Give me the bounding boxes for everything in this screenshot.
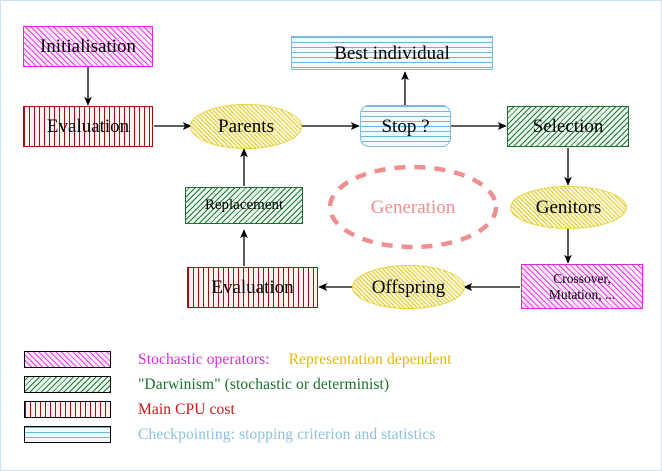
node-parents[interactable]: Parents	[190, 104, 302, 149]
node-offspring[interactable]: Offspring	[352, 265, 465, 309]
generation-label: Generation	[370, 197, 456, 218]
node-stop[interactable]: Stop ?	[360, 105, 451, 147]
legend-row-checkpointing: Checkpointing: stopping criterion and st…	[24, 422, 624, 447]
legend-row-stochastic: Stochastic operators: Representation dep…	[24, 347, 624, 372]
legend: Stochastic operators: Representation dep…	[24, 347, 624, 447]
node-genitors[interactable]: Genitors	[510, 186, 627, 229]
node-crossover-label-line1: Crossover,	[553, 271, 611, 286]
node-initialisation-label: Initialisation	[39, 36, 137, 57]
node-evaluation-bottom[interactable]: Evaluation	[187, 267, 318, 308]
legend-text-stochastic-primary: Stochastic operators:	[138, 350, 270, 368]
node-best-individual[interactable]: Best individual	[291, 36, 493, 70]
node-replacement-label: Replacement	[204, 197, 284, 213]
legend-swatch-magenta-diagonal	[24, 351, 111, 368]
node-replacement[interactable]: Replacement	[185, 187, 303, 224]
legend-text-stochastic-secondary: Representation dependent	[288, 350, 452, 368]
node-initialisation[interactable]: Initialisation	[23, 26, 153, 67]
legend-text-checkpointing: Checkpointing: stopping criterion and st…	[138, 425, 436, 443]
legend-row-darwinism: "Darwinism" (stochastic or determinist)	[24, 372, 624, 397]
legend-text-cpu-cost: Main CPU cost	[138, 400, 235, 418]
node-evaluation-top[interactable]: Evaluation	[23, 106, 153, 147]
node-best-individual-label: Best individual	[334, 42, 450, 64]
node-selection-label: Selection	[532, 116, 604, 137]
node-parents-label: Parents	[218, 116, 274, 137]
legend-text-darwinism: "Darwinism" (stochastic or determinist)	[138, 375, 390, 393]
node-selection[interactable]: Selection	[507, 106, 629, 147]
node-offspring-label: Offspring	[371, 276, 446, 298]
legend-text-stochastic: Stochastic operators: Representation dep…	[138, 351, 452, 369]
legend-row-cpu-cost: Main CPU cost	[24, 397, 624, 422]
node-evaluation-top-label: Evaluation	[46, 116, 130, 137]
node-crossover-mutation[interactable]: Crossover, Mutation, ...	[521, 264, 643, 309]
legend-swatch-red-vertical	[24, 401, 111, 418]
node-stop-label: Stop ?	[381, 115, 430, 137]
legend-swatch-green-diagonal	[24, 376, 111, 393]
node-genitors-label: Genitors	[535, 197, 602, 218]
node-evaluation-bottom-label: Evaluation	[211, 277, 294, 298]
legend-swatch-blue-horizontal	[24, 426, 111, 443]
generation-ellipse	[327, 164, 499, 250]
node-crossover-label-line2: Mutation, ...	[548, 286, 616, 302]
